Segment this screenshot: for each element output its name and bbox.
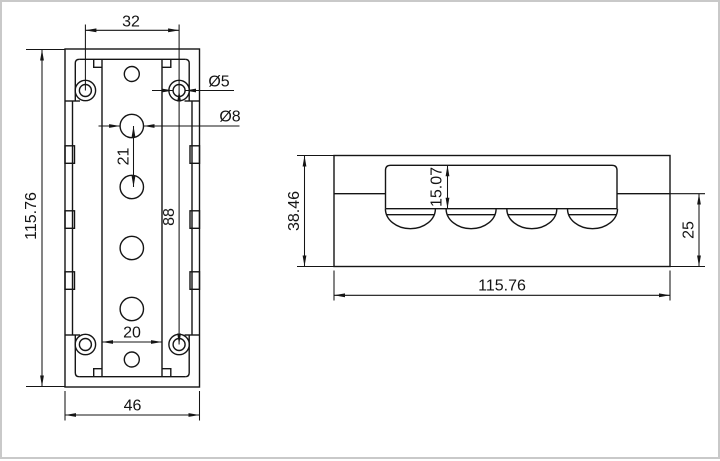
dim-label-20: 20 [123,325,141,342]
corner-step-notch-bottom-right [162,368,172,377]
dim-base-height: 25 [670,193,705,268]
dim-label-15.07: 15.07 [429,167,446,207]
dim-overall-width: 46 [64,391,201,421]
dim-overall-length: 115.76 [333,270,671,301]
dim-label-d8: Ø8 [219,109,240,126]
dim-rail-width: 20 [102,325,162,344]
dim-counterbore-diameter: Ø5 [152,74,234,93]
side-notch [64,210,76,230]
side-view [333,154,671,268]
roller-arc [445,208,497,230]
small-hole-top [123,65,141,83]
center-hole [119,235,145,261]
dim-label-21: 21 [116,148,133,166]
dim-label-115.76-side: 115.76 [478,278,526,295]
side-view-dimensions: 38.46 15.07 25 115.76 [286,154,705,301]
roller-arc [506,208,558,230]
side-notch [64,271,76,290]
roller-arc [566,208,619,230]
corner-step-top-left [74,58,80,101]
dim-label-d5: Ø5 [208,74,229,91]
center-hole [119,174,145,200]
corner-step-notch-bottom-left [93,368,102,377]
dim-overall-height-side: 38.46 [286,154,334,268]
dim-label-25: 25 [681,221,698,239]
counterbore-hole [74,333,97,356]
side-notch [189,271,201,290]
center-hole [119,296,145,322]
side-notch [189,145,201,165]
center-hole [119,113,145,139]
dim-hole-spacing-top: 32 [84,14,180,91]
corner-step-notch-top-left [93,59,102,68]
rollers [384,208,619,230]
corner-step-bottom-right [185,335,190,378]
dim-center-hole-diameter: Ø8 [98,109,241,128]
dim-overall-height-front: 115.76 [23,48,65,388]
side-notch [64,145,76,165]
corner-step-top-right [185,58,190,101]
dim-label-38.46: 38.46 [286,191,303,231]
dim-label-32: 32 [122,14,140,31]
dim-label-115.76-front: 115.76 [23,192,40,240]
front-view-dimensions: 32 115.76 Ø5 Ø8 21 88 [23,14,241,421]
side-notch [189,210,201,230]
dim-mounting-hole-span: 88 [161,90,182,345]
small-hole-bottom [123,351,141,368]
recess-outline [384,164,618,209]
corner-step-bottom-left [74,335,80,378]
roller-arc [384,208,437,230]
corner-step-notch-top-right [162,59,172,68]
dim-label-46: 46 [124,398,142,415]
counterbore-hole-inner [78,337,93,352]
side-outer-outline [333,154,671,268]
dim-label-88: 88 [161,208,178,226]
dim-recess-depth: 15.07 [429,165,450,209]
front-view [64,48,201,388]
dim-hole-pitch: 21 [116,126,136,187]
